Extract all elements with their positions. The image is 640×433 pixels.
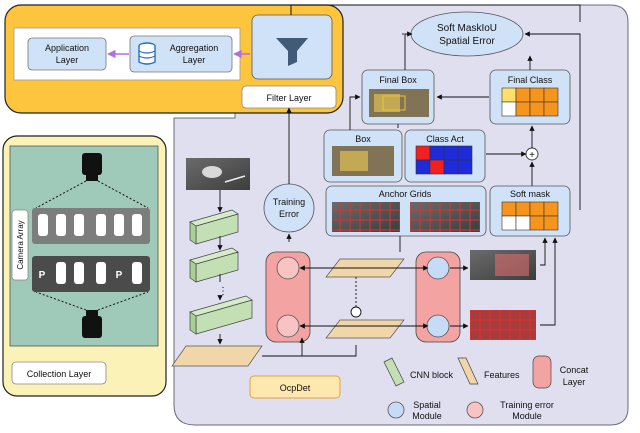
cnn-block-2 [189,247,239,283]
legend-features-icon [457,357,479,385]
collection-layer-label: Collection Layer [27,369,92,379]
collection-layer-label-box [11,361,107,385]
legend-cnn-icon [383,357,405,387]
legend-training-error-label-1: Training error [500,400,554,410]
training-error-module-1 [276,256,300,280]
camera-array-label-box [11,209,29,281]
camera-icon-bottom [82,310,102,338]
training-error-module-2 [276,314,300,338]
legend-spatial-label-2: Module [412,411,442,421]
parking-cars-bottom [56,262,142,284]
class-act-grid [415,145,473,175]
feature-lower-mid [325,319,405,339]
camera-inner-panel [9,145,159,347]
camera-array-label: Camera Array [16,220,25,269]
legend-concat-icon [532,355,552,389]
ocpdet-label-box [249,375,341,399]
soft-mask-label: Soft mask [510,189,551,199]
parking-cars-top [38,214,142,236]
training-error-node [263,183,315,233]
anchor-grids-label: Anchor Grids [379,189,432,199]
cnn-block-1 [189,209,239,245]
concat-layer-left [265,251,311,343]
spatial-module-2 [426,314,450,338]
feature-bottom-left [171,345,263,367]
parking-label-p2: P [116,270,123,281]
plus-icon: + [529,150,535,161]
application-layer-box [27,37,107,71]
training-error-label-1: Training [273,197,305,207]
camera-view-lines [35,180,149,311]
database-icon [138,42,156,65]
legend-cnn-label: CNN block [410,370,454,380]
final-box-label: Final Box [379,75,417,85]
ocpdet-label: OcpDet [280,383,311,393]
class-act-label: Class Act [426,134,464,144]
lower-connectors [262,233,558,357]
junction-node [350,306,362,318]
legend-concat-label-1: Concat [560,365,589,375]
concat-layer-right [415,251,461,343]
parking-label-p1: P [39,270,46,281]
final-class-label: Final Class [508,75,553,85]
legend-training-error-icon [466,401,484,419]
spatial-module-1 [426,256,450,280]
cnn-ellipsis: ⋮ [218,286,228,297]
legend-features-label: Features [484,370,520,380]
soft-maskiou-label-2: Spatial Error [439,36,495,47]
cnn-block-3 [189,295,253,335]
soft-maskiou-label-1: Soft MaskIoU [437,23,497,34]
soft-maskiou-node [410,11,524,57]
connectors [286,4,581,210]
aggregation-layer-label-1: Aggregation [170,43,219,53]
final-class-grid [501,87,559,117]
legend-spatial-label-1: Spatial [413,400,441,410]
legend-spatial-icon [387,401,405,419]
application-layer-label-2: Layer [56,55,79,65]
camera-icon-top [82,153,102,181]
soft-mask-grid [501,201,559,231]
application-layer-label-1: Application [45,43,89,53]
filter-icon [276,38,308,66]
aggregation-layer-label-2: Layer [183,55,206,65]
legend-training-error-label-2: Module [512,411,542,421]
training-error-label-2: Error [279,209,299,219]
box-label: Box [355,134,371,144]
filter-layer-label: Filter Layer [266,93,311,103]
legend-concat-label-2: Layer [563,377,586,387]
